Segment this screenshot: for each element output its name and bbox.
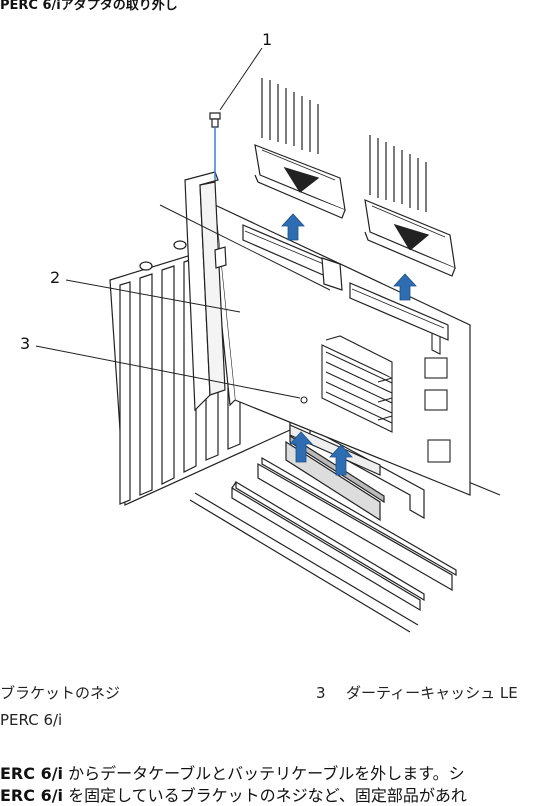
adapter-removal-illustration <box>0 0 540 660</box>
callout-3: 3 <box>20 334 30 353</box>
instruction-text: からデータケーブルとバッテリケーブルを外します。シ <box>63 764 465 783</box>
instruction-line-2: ERC 6/i を固定しているブラケットのネジなど、固定部品があれ <box>0 782 467 806</box>
instruction-text: を固定しているブラケットのネジなど、固定部品があれ <box>63 786 467 805</box>
legend-item-screw: ブラケットのネジ <box>0 682 120 703</box>
product-name: ERC 6/i <box>0 764 63 783</box>
callout-1: 1 <box>262 30 272 49</box>
legend-label: ブラケットのネジ <box>0 684 120 702</box>
legend-label: ダーティーキャッシュ LE <box>346 684 518 702</box>
data-cable-right <box>365 135 455 276</box>
instruction-line-1: ERC 6/i からデータケーブルとバッテリケーブルを外します。シ <box>0 760 465 784</box>
legend-number: 3 <box>316 684 346 702</box>
bracket-screw <box>210 113 220 180</box>
product-name: ERC 6/i <box>0 786 63 805</box>
legend-item-perc: PERC 6/i <box>0 711 62 729</box>
callout-2: 2 <box>50 268 60 287</box>
arrow-up-icon <box>282 214 304 240</box>
legend-label: PERC 6/i <box>0 711 62 729</box>
data-cable-left <box>255 78 345 218</box>
